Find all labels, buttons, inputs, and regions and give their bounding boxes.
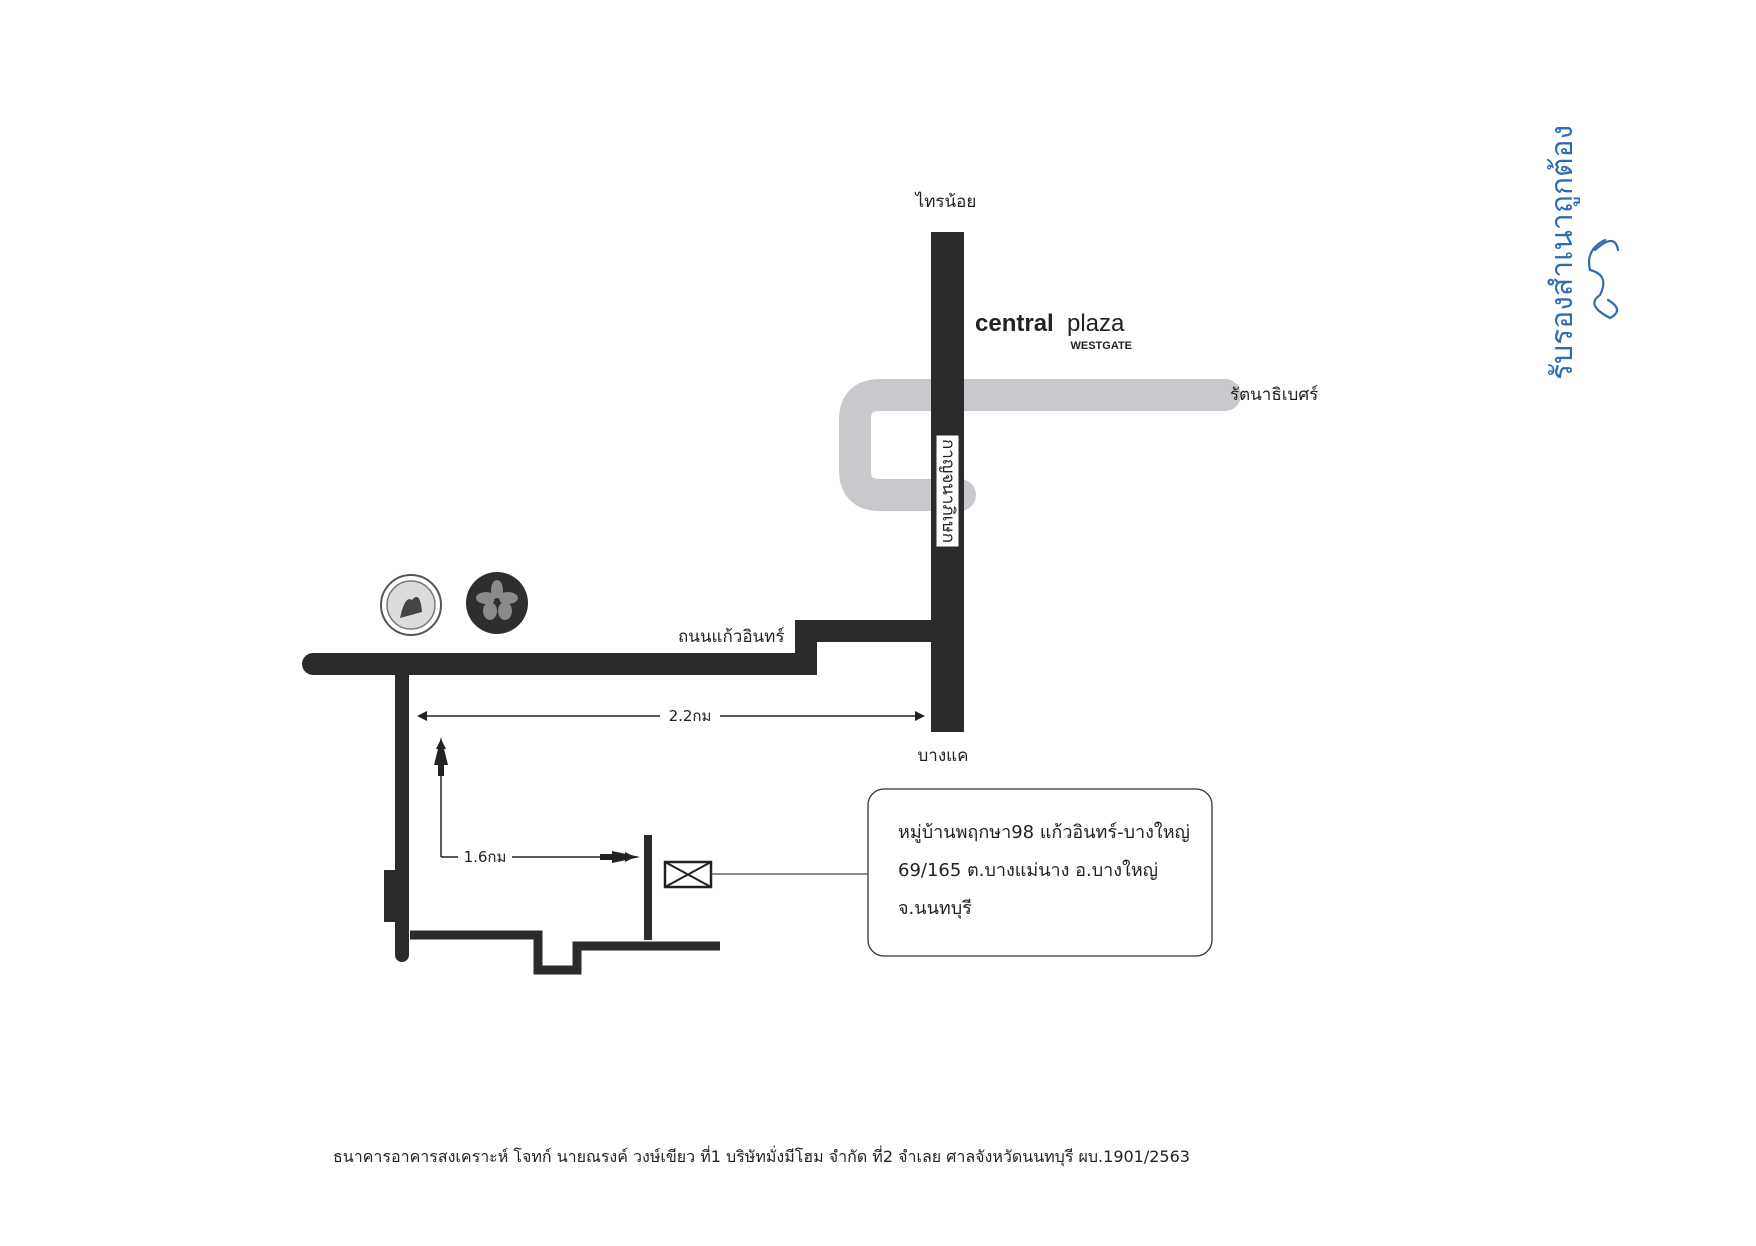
soi-up-arrow-stem (438, 762, 444, 776)
address-line-3: จ.นนทบุรี (898, 898, 972, 919)
south-road-label: บางแค (918, 746, 969, 766)
certified-stamp-text: รับรองสำเนาถูกต้อง (1545, 125, 1580, 380)
address-box (867, 788, 1213, 957)
brand-central: central (975, 310, 1054, 337)
soi-right-arrow-icon (612, 851, 640, 863)
distance-soi-label: 1.6กม (464, 848, 507, 866)
soi-bump (384, 870, 398, 922)
central-plaza-logo: central plaza WESTGATE (975, 310, 1132, 352)
ring-road (839, 379, 1241, 511)
east-road-label: รัตนาธิเบศร์ (1230, 385, 1318, 405)
brand-branch: WESTGATE (1070, 340, 1132, 352)
address-line-2: 69/165 ต.บางแม่นาง อ.บางใหญ่ (898, 859, 1158, 881)
brand-plaza: plaza (1067, 310, 1125, 337)
soi-right-arrow-stem (600, 854, 614, 860)
north-road-label: ไทรน้อย (914, 191, 977, 212)
handwritten-signature (1587, 238, 1620, 320)
vertical-road-label-box (935, 434, 960, 548)
landmark-logo-1-icon (380, 574, 442, 636)
vertical-road-label: กาญจนาภิเษก (938, 439, 958, 543)
property-marker-icon (663, 860, 713, 889)
footer-case-text: ธนาคารอาคารสงเคราะห์ โจทก์ นายณรงค์ วงษ์… (333, 1145, 1190, 1167)
lower-lane (410, 930, 720, 975)
kaew-in-road (302, 620, 957, 675)
address-line-1: หมู่บ้านพฤกษา98 แก้วอินทร์-บางใหญ่ (898, 821, 1190, 843)
soi-up-arrow-icon (434, 737, 448, 765)
distance-main-label: 2.2กม (669, 707, 712, 725)
main-road-label: ถนนแก้วอินทร์ (678, 627, 785, 647)
landmark-logo-2-icon (466, 572, 528, 634)
